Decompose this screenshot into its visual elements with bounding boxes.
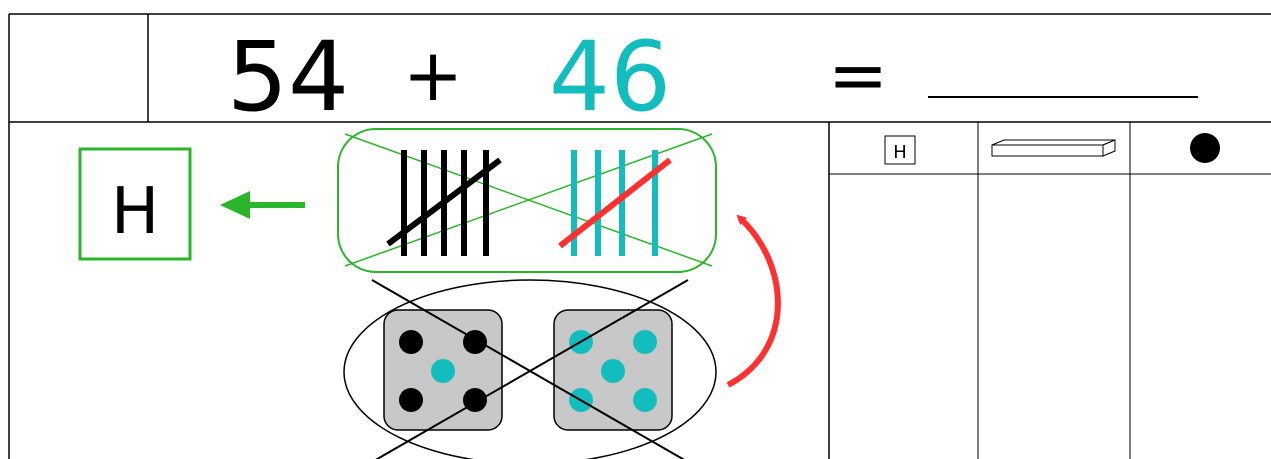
ten-rod-icon [991,139,1116,157]
equation: 54 + 46 = [227,21,1198,133]
cyan-tally-marks [558,150,672,256]
table-header-hundreds: H [884,135,916,165]
second-addend: 46 [549,21,671,133]
hundreds-box-icon [884,135,916,165]
hundreds-label: H [111,175,159,249]
plus-sign: + [403,33,463,117]
table-header-hundreds-label: H [893,142,907,163]
black-tally-marks [386,150,502,256]
header-row [8,13,1271,459]
left-arrow-icon [220,191,305,219]
unit-dot-icon [1190,133,1220,163]
place-value-table: H [828,122,1271,459]
equals-sign: = [828,33,888,117]
dice-cross-out [371,279,689,459]
regroup-box [337,128,717,273]
dice-group [343,279,717,459]
hundreds-box: H [78,147,192,261]
first-die [383,309,503,431]
curved-arrow-icon [726,214,781,388]
second-die [553,309,673,431]
first-addend: 54 [227,21,349,133]
